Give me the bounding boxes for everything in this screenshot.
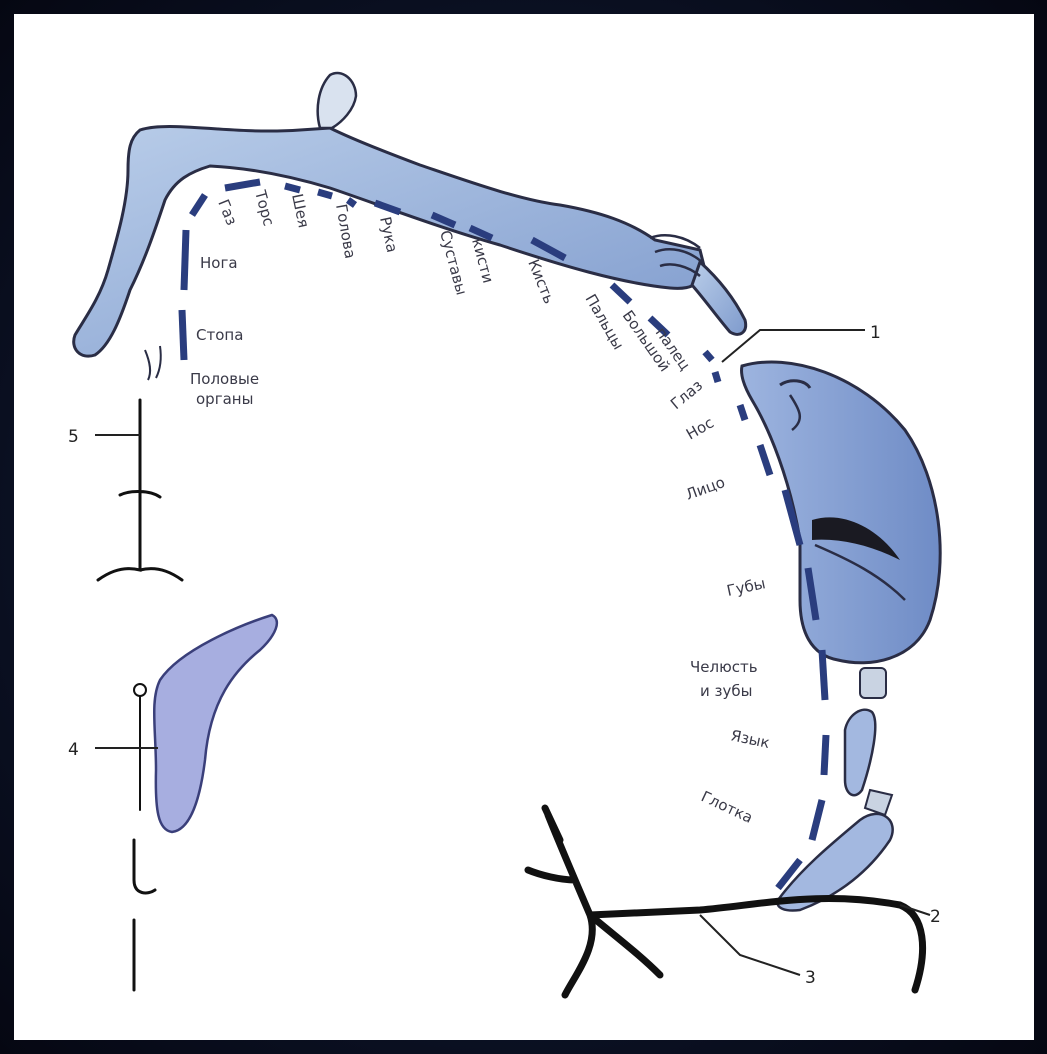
label-tors: Торс [251,187,278,228]
structure-4 [154,615,277,832]
callout-1: 1 [870,323,881,343]
label-nos: Нос [683,414,717,444]
callout-5: 5 [68,427,79,447]
label-yazyk: Язык [729,726,771,752]
genital-figure [145,346,161,380]
label-golova: Голова [332,203,359,260]
label-stopa: Стопа [196,326,243,344]
callout-4: 4 [68,740,79,760]
face-figure [742,362,941,698]
callout-2: 2 [930,907,941,927]
jaw-teeth-figure [860,668,886,698]
label-ruka: Рука [376,215,401,254]
label-chelyust-1: Челюсть [690,658,758,676]
nerve-lower [134,840,155,990]
label-polovye-1: Половые [190,370,259,388]
cortex-dashes [182,182,826,888]
label-kist: Кисть [524,257,558,307]
label-glaz: Глаз [667,376,706,413]
label-polovye-2: органы [196,390,253,408]
head-figure [318,73,356,128]
tongue-figure [777,710,892,911]
thumb-figure [692,262,746,334]
label-glaz-top: Газ [214,197,241,228]
label-glotka: Глотка [698,787,755,827]
label-sheya: Шея [288,192,313,229]
homunculus-diagram: 1 2 3 4 5 Газ Торс Шея Голова Рука Суста… [14,14,1034,1040]
label-chelyust-2: и зубы [700,682,752,700]
diagram-panel: 1 2 3 4 5 Газ Торс Шея Голова Рука Суста… [14,14,1034,1040]
label-litso: Лицо [683,473,727,504]
callout-3: 3 [805,968,816,988]
label-sustavy-1: Суставы [436,228,471,297]
label-noga: Нога [200,254,238,272]
label-paltsy: Пальцы [582,291,628,353]
nerve-5 [98,400,182,580]
label-guby: Губы [725,574,767,600]
